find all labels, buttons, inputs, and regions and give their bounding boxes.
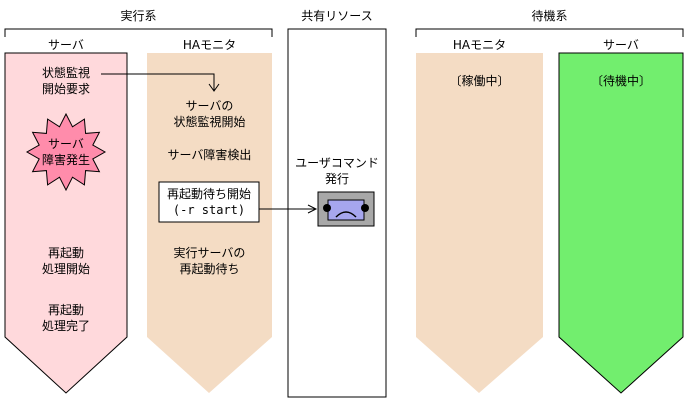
active-group-label: 実行系 <box>120 9 157 23</box>
standby-ha-status: 〔稼働中〕 <box>449 74 510 88</box>
standby-group-bracket <box>415 28 684 37</box>
standby-ha-title: HAモニタ <box>452 38 507 52</box>
monitor-start-text: サーバの 状態監視開始 <box>173 99 246 129</box>
active-ha-title: HAモニタ <box>182 38 237 52</box>
user-command-terminal-icon <box>317 191 375 227</box>
failure-text: サーバ 障害発生 <box>41 137 90 167</box>
standby-server-title: サーバ <box>603 38 639 52</box>
user-command-text: ユーザコマンド 発行 <box>295 156 379 186</box>
restart-wait-text: 再起動待ち開始 (-r start) <box>166 187 251 217</box>
active-ha-column <box>147 53 272 393</box>
command-arrowhead <box>307 204 318 214</box>
failure-starburst <box>25 112 107 192</box>
restart-done-text: 再起動 処理完了 <box>41 303 90 333</box>
active-group-bracket <box>4 28 273 37</box>
monitor-request-text: 状態監視 開始要求 <box>41 66 90 96</box>
restart-wait-box <box>158 181 260 223</box>
restart-start-text: 再起動 処理開始 <box>41 246 90 276</box>
shared-resource-label: 共有リソース <box>301 9 373 23</box>
active-server-column <box>4 52 128 394</box>
standby-server-column <box>558 52 684 394</box>
active-server-title: サーバ <box>48 38 84 52</box>
waiting-restart-text: 実行サーバの 再起動待ち <box>173 246 246 276</box>
standby-server-status: 〔待機中〕 <box>590 74 651 88</box>
request-arrowhead <box>208 83 220 92</box>
request-arrow <box>101 73 215 90</box>
standby-ha-column <box>416 53 543 393</box>
standby-group-label: 待機系 <box>531 9 568 23</box>
failure-detect-text: サーバ障害検出 <box>167 148 252 162</box>
